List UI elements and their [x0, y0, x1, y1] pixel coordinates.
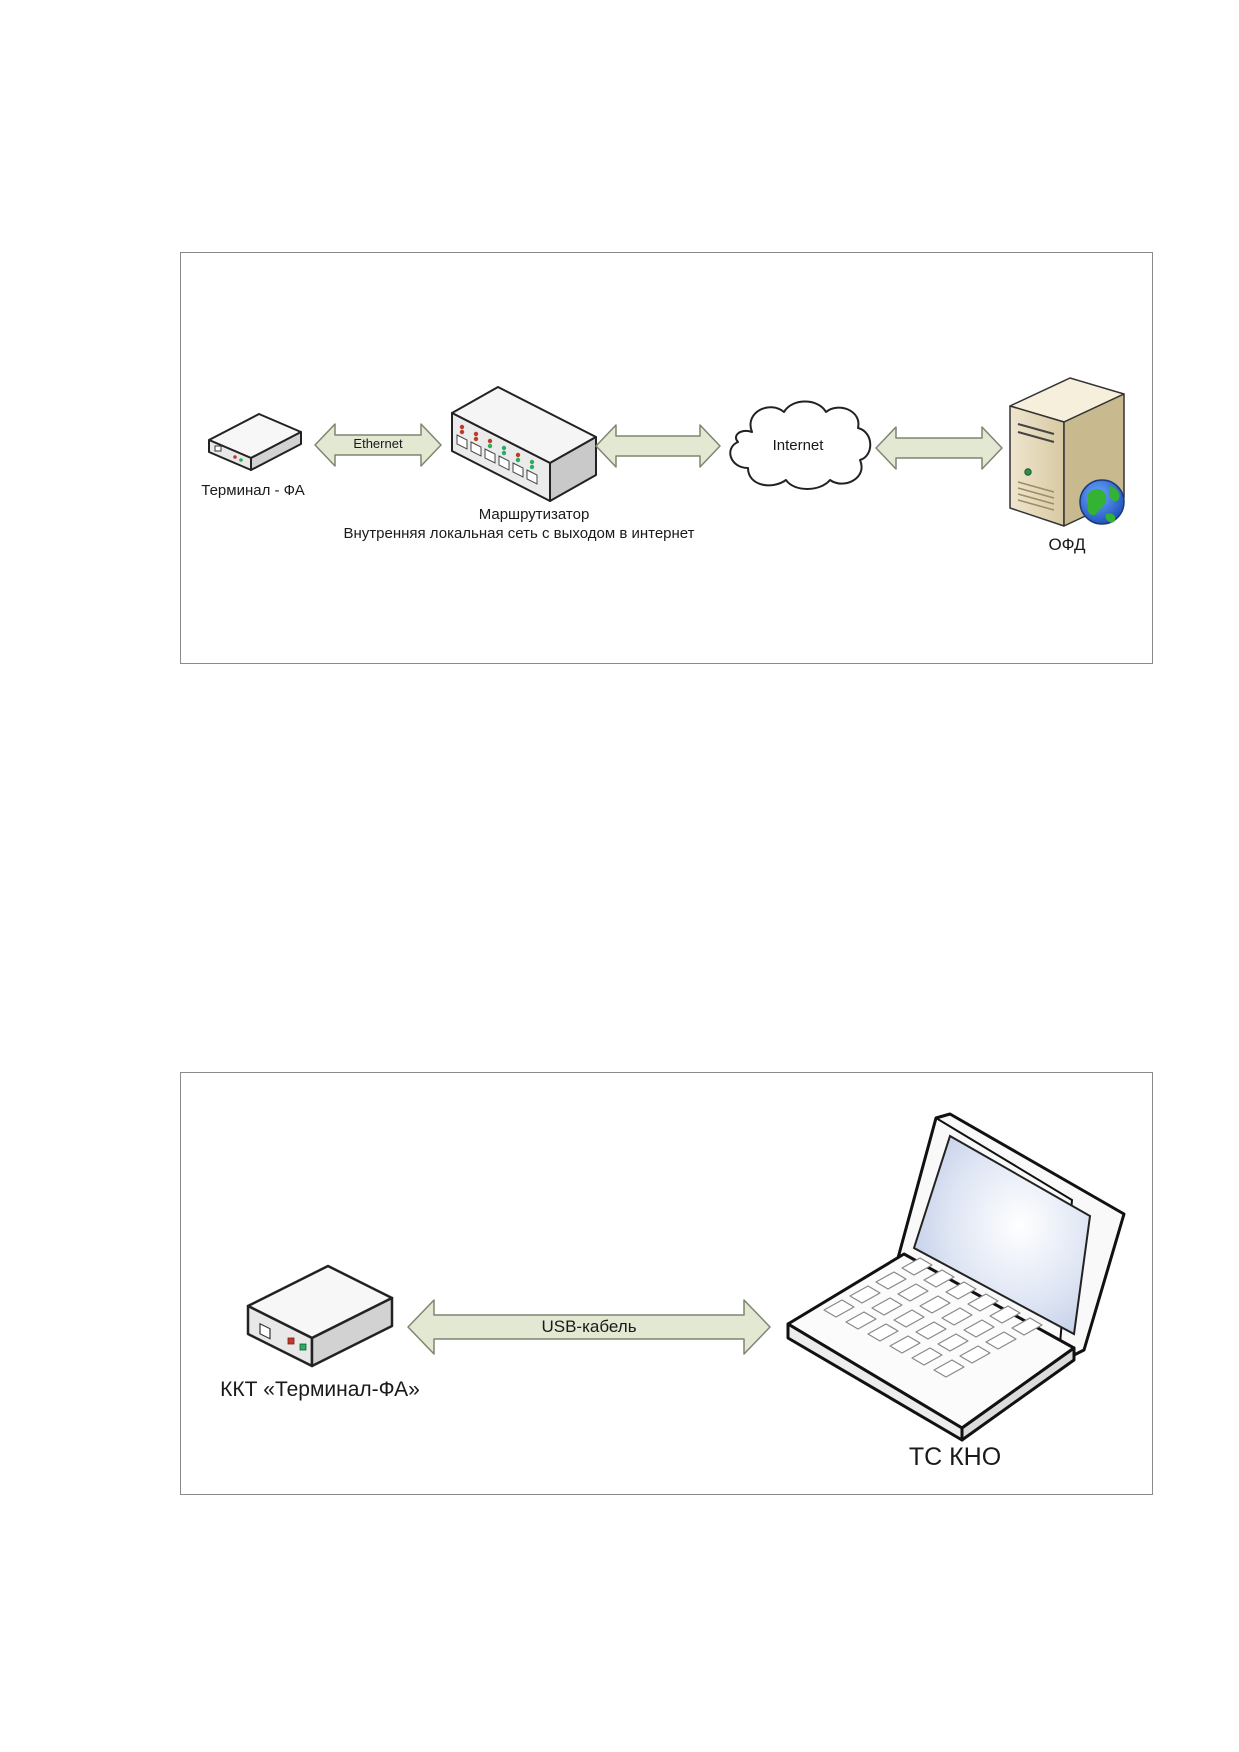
kkt-device-icon — [246, 1264, 394, 1368]
internet-ofd-arrow — [875, 426, 1003, 470]
laptop-icon — [786, 1112, 1126, 1442]
terminal-device-icon — [208, 413, 302, 471]
terminal-label: Терминал - ФА — [201, 482, 305, 499]
router-label: Маршрутизатор — [478, 506, 590, 523]
ethernet-arrow — [314, 423, 442, 467]
usb-label: USB-кабель — [541, 1317, 637, 1336]
internet-cloud-icon — [729, 400, 872, 490]
kkt-label: ККТ «Терминал-ФА» — [220, 1378, 420, 1401]
internet-label: Internet — [772, 437, 824, 454]
ethernet-label: Ethernet — [353, 436, 403, 451]
usb-cable-arrow — [407, 1299, 771, 1355]
router-icon — [451, 386, 597, 502]
ofd-server-icon — [1009, 377, 1125, 527]
laptop-label: ТС КНО — [908, 1443, 1002, 1471]
ofd-label: ОФД — [1048, 535, 1086, 554]
router-sublabel: Внутренняя локальная сеть с выходом в ин… — [343, 525, 695, 542]
router-internet-arrow — [595, 424, 721, 468]
